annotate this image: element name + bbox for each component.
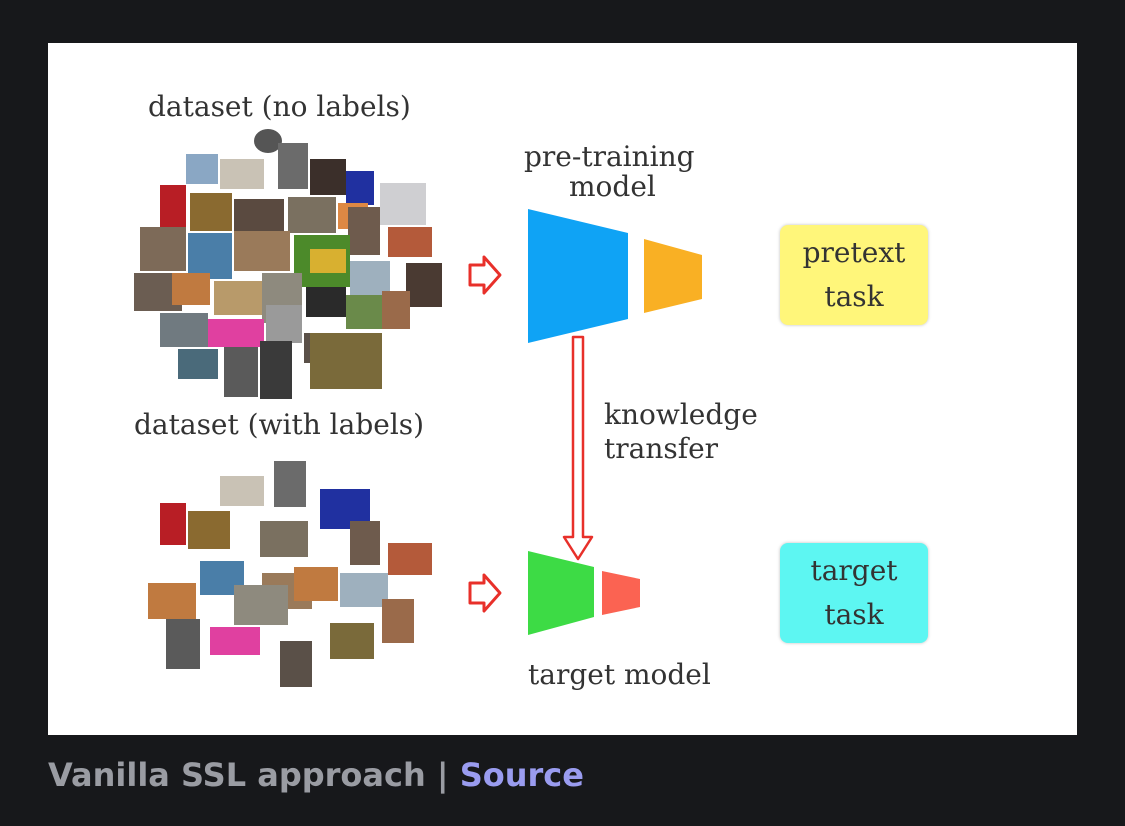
collage-tile: [166, 619, 200, 669]
arrow-right-icon: [468, 255, 502, 295]
collage-tile: [294, 567, 338, 601]
diagram-figure: dataset (no labels) dataset (with labels…: [48, 43, 1077, 735]
arrow-right-icon: [468, 573, 502, 613]
figure-caption: Vanilla SSL approach | Source: [48, 756, 584, 794]
collage-tile: [224, 347, 258, 397]
knowledge-transfer-label-line2: transfer: [604, 432, 719, 465]
collage-tile: [306, 287, 346, 317]
dataset-unlabeled-label: dataset (no labels): [148, 90, 411, 123]
collage-tile: [234, 199, 284, 231]
collage-tile: [188, 233, 232, 279]
collage-tile: [160, 313, 208, 347]
target-model-label: target model: [528, 658, 711, 691]
collage-tile: [186, 154, 218, 184]
collage-tile: [346, 171, 374, 205]
collage-tile: [382, 291, 410, 329]
unlabeled-image-collage: [134, 129, 442, 399]
collage-tile: [310, 333, 382, 389]
collage-tile: [388, 227, 432, 257]
collage-tile: [188, 511, 230, 549]
collage-tile: [190, 193, 232, 231]
collage-tile: [210, 627, 260, 655]
collage-tile: [330, 623, 374, 659]
target-encoder: [528, 551, 594, 635]
collage-tile: [340, 573, 388, 607]
collage-tile: [310, 249, 346, 273]
diagram-canvas: [134, 129, 702, 687]
collage-tile: [310, 159, 346, 195]
collage-tile: [278, 143, 308, 189]
collage-tile: [382, 599, 414, 643]
collage-tile: [234, 231, 290, 271]
labeled-image-collage: [148, 461, 432, 687]
collage-tile: [234, 585, 288, 625]
knowledge-transfer-arrow: [562, 335, 594, 561]
target-task-box: target task: [780, 543, 928, 643]
collage-tile: [266, 305, 302, 343]
collage-tile: [208, 319, 264, 347]
collage-tile: [280, 641, 312, 687]
collage-tile: [406, 263, 442, 307]
collage-tile: [260, 341, 292, 399]
knowledge-transfer-label-line1: knowledge: [604, 398, 758, 431]
collage-tile: [148, 583, 196, 619]
collage-tile: [214, 281, 262, 315]
caption-text: Vanilla SSL approach |: [48, 756, 449, 794]
collage-tile: [288, 197, 336, 233]
pretraining-encoder: [528, 209, 628, 343]
collage-tile: [350, 261, 390, 295]
pretext-task-label: pretext task: [802, 236, 906, 313]
collage-tile: [172, 273, 210, 305]
pretraining-model-label-line1: pre-training: [524, 140, 695, 173]
collage-tile: [260, 521, 308, 557]
pretraining-model-label-line2: model: [569, 170, 656, 203]
collage-tile: [160, 185, 186, 229]
dataset-labeled-label: dataset (with labels): [134, 408, 425, 441]
target-task-label: target task: [810, 554, 898, 631]
pretraining-head: [644, 239, 702, 313]
collage-tile: [274, 461, 306, 507]
collage-tile: [140, 227, 186, 271]
source-link[interactable]: Source: [459, 756, 584, 794]
pretext-task-box: pretext task: [780, 225, 928, 325]
collage-tile: [380, 183, 426, 225]
target-head: [602, 571, 640, 615]
collage-tile: [178, 349, 218, 379]
collage-tile: [220, 159, 264, 189]
collage-tile: [350, 521, 380, 565]
collage-tile: [220, 476, 264, 506]
collage-tile: [160, 503, 186, 545]
collage-tile: [254, 129, 282, 153]
collage-tile: [348, 207, 380, 255]
collage-tile: [388, 543, 432, 575]
